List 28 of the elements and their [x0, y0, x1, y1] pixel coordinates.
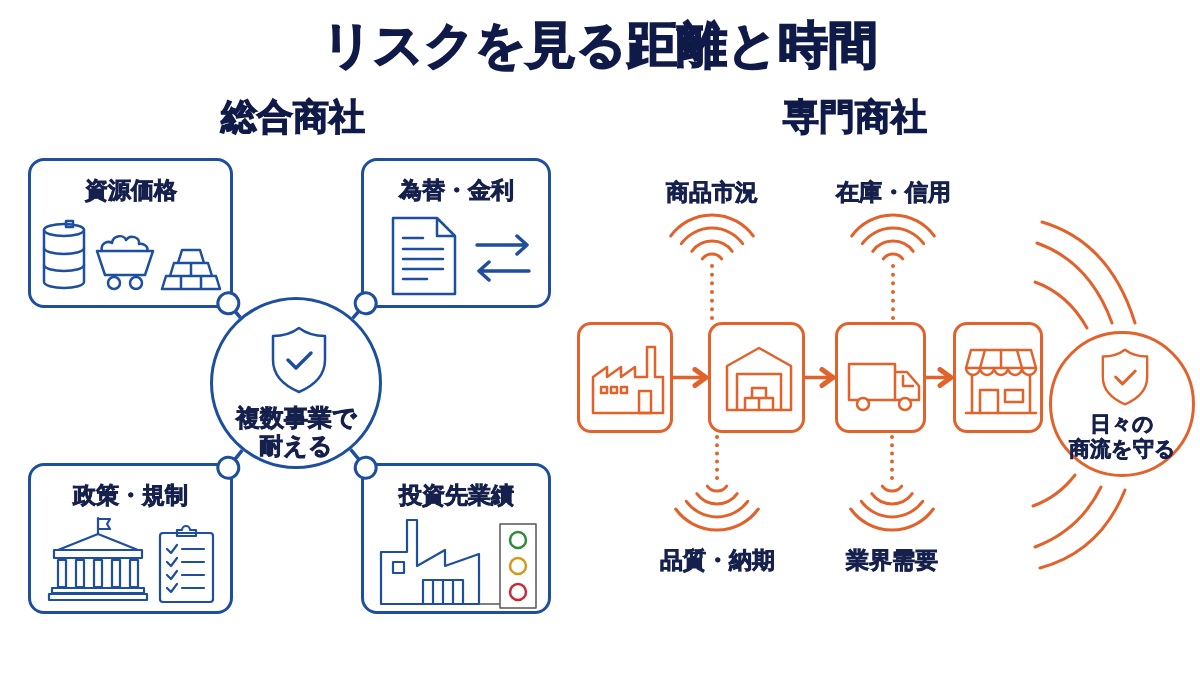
- card-title: 為替・金利: [398, 176, 514, 205]
- diagram-title: リスクを見る距離と時間: [322, 15, 878, 75]
- signal-label: 業界需要: [846, 546, 938, 575]
- risk-card: [361, 158, 551, 308]
- flow-arrow: [926, 367, 954, 388]
- stage-box: [953, 322, 1043, 433]
- card-title: 資源価格: [84, 176, 177, 205]
- section-heading: 専門商社: [783, 95, 927, 139]
- hub-label: 複数事業で耐える: [234, 405, 358, 461]
- flow-arrow: [805, 367, 836, 388]
- connector-line: [351, 291, 378, 320]
- goal-label: 日々の商流を守る: [1067, 412, 1177, 463]
- flow-arrow: [673, 367, 709, 388]
- card-title: 政策・規制: [73, 481, 188, 510]
- card-title: 投資先業績: [398, 481, 514, 510]
- connector-line: [216, 449, 244, 480]
- stage-box: [577, 322, 673, 433]
- signal-label: 商品市況: [666, 178, 758, 207]
- risk-card: [28, 463, 233, 614]
- section-heading: 総合商社: [221, 95, 365, 139]
- risk-card: [28, 158, 233, 308]
- connector-line: [216, 291, 242, 319]
- stage-box: [708, 322, 805, 433]
- stage-box: [835, 322, 926, 433]
- signal-label: 在庫・信用: [835, 178, 951, 207]
- signal-label: 品質・納期: [659, 546, 775, 575]
- risk-card: [361, 463, 551, 614]
- connector-line: [349, 448, 378, 480]
